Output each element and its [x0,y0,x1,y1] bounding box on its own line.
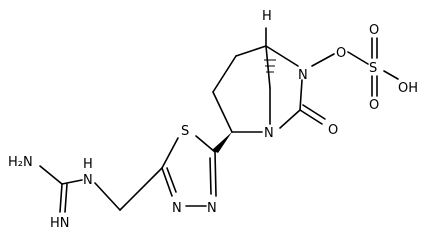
bond-thia [214,151,217,197]
bond-o-s [347,51,369,65]
bond-ring [265,45,299,67]
atom-labels: H N N O S O O OH O S N N H N H₂N HN [8,9,418,231]
atom-o-carbonyl: O [328,123,338,138]
atom-h-guanidine: H [83,157,93,172]
atom-o-sulfonyl-bottom: O [369,98,379,113]
sulfate-bonds [311,37,399,97]
atom-n-upper: N [298,68,308,83]
atom-n-thiadiazole-left: N [172,201,182,216]
bond-thia [195,135,216,153]
atom-sulfur: S [369,61,377,76]
stereo-hash-bridge [264,59,276,73]
bond-bridge [265,45,271,89]
atom-n-lower: N [264,126,274,141]
bond-ring [212,91,233,133]
bond-ring [299,79,303,111]
bond-thia [161,167,173,197]
bond-ring [279,109,301,129]
stereo-wedge [212,132,232,153]
bond-thia-double [209,157,212,195]
bicyclic-core-bonds [212,27,326,133]
bond-c-nh [59,183,63,213]
bond-carbonyl [299,109,323,125]
atom-s-thiadiazole: S [181,124,189,139]
atom-h-top: H [262,9,272,24]
guanidine-bonds [39,165,163,213]
bond-s-oh [383,70,399,80]
bond-ch2 [119,167,163,211]
bond-ring [235,45,267,57]
bond-c-nh-2 [64,183,68,213]
bond-n-c [61,179,83,185]
bond-thia [161,137,179,169]
bond-carbonyl-2 [302,104,326,120]
bond-thia-double [166,167,177,193]
atom-n-thiadiazole-right: N [207,201,217,216]
thiadiazole-bonds [161,135,217,207]
atom-o-sulfonyl-top: O [369,23,379,38]
atom-n-guanidine: N [83,173,93,188]
atom-imine: HN [50,216,70,231]
atom-o-ester: O [336,46,346,61]
atom-hydroxyl: OH [398,81,418,96]
bond-ring [212,55,237,93]
bond-c-nh2 [39,165,63,185]
atom-amino: H₂N [8,155,33,170]
bond-n-o [311,53,335,67]
bond-ch2-n [94,182,121,211]
